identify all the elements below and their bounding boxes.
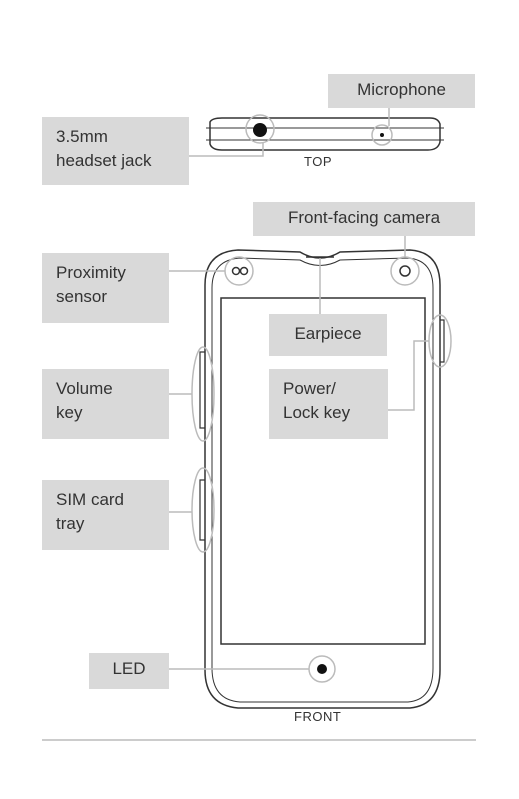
- led-indicator: [317, 664, 327, 674]
- sim-card-tray-label: SIM card tray: [42, 480, 169, 550]
- headset-jack-label: 3.5mm headset jack: [42, 117, 189, 185]
- power-key-leader: [388, 341, 429, 410]
- microphone-hole: [380, 133, 384, 137]
- volume-key-label: Volume key: [42, 369, 169, 439]
- front-camera-label: Front-facing camera: [253, 202, 475, 236]
- volume-key-highlight: [192, 347, 214, 441]
- front-view-caption: FRONT: [294, 709, 341, 724]
- led-label: LED: [89, 653, 169, 689]
- microphone-label: Microphone: [328, 74, 475, 108]
- proximity-sensor-label: Proximity sensor: [42, 253, 169, 323]
- front-camera-highlight: [391, 257, 419, 285]
- top-view-caption: TOP: [304, 154, 332, 169]
- headset-jack-port: [253, 123, 267, 137]
- proximity-sensor-icon: [233, 268, 248, 275]
- earpiece-label: Earpiece: [269, 314, 387, 356]
- front-camera-lens: [400, 266, 410, 276]
- power-lock-key-label: Power/ Lock key: [269, 369, 388, 439]
- phone-top-view: [206, 118, 444, 150]
